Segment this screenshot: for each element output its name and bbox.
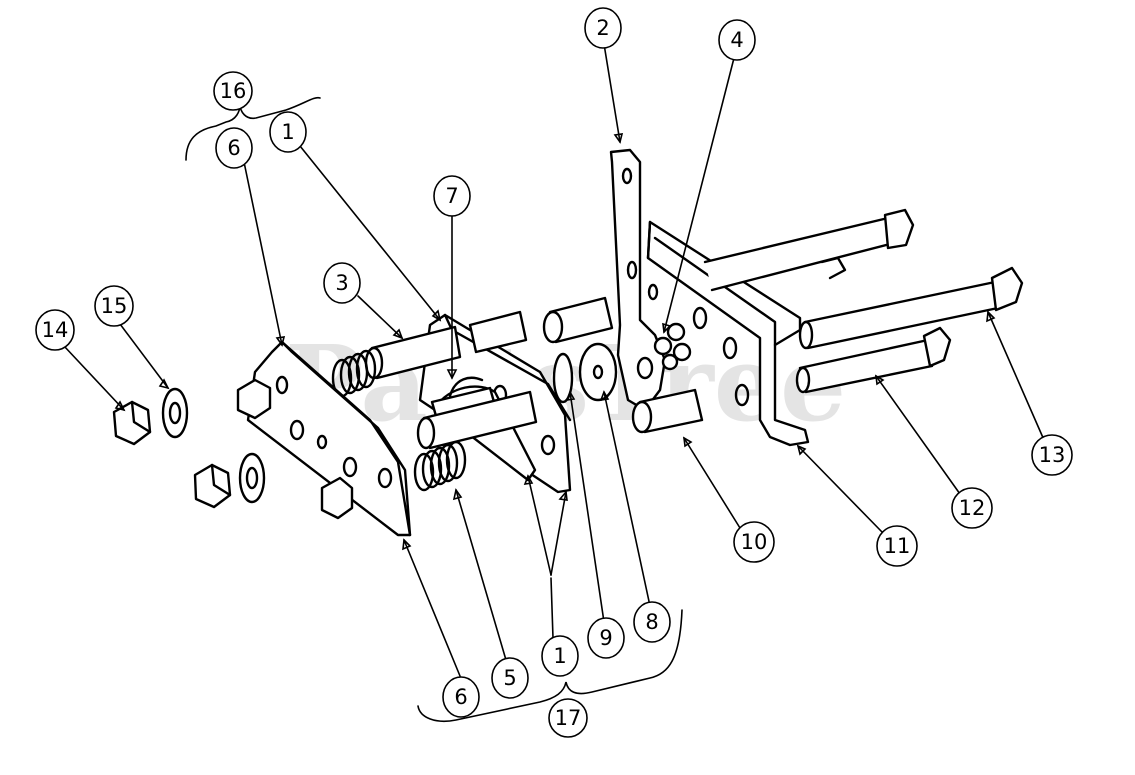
callout-label: 9	[599, 626, 612, 650]
group-bracket-17	[417, 609, 683, 722]
callout-1-lower[interactable]: 1	[541, 635, 579, 677]
part-3-pin-rear[interactable]	[468, 310, 528, 354]
callout-3[interactable]: 3	[323, 262, 361, 304]
callout-5[interactable]: 5	[491, 657, 529, 699]
callout-label: 6	[454, 685, 467, 709]
callout-label: 2	[596, 16, 609, 40]
part-9-washer[interactable]	[552, 352, 574, 404]
callout-11[interactable]: 11	[876, 525, 918, 567]
callout-13[interactable]: 13	[1031, 434, 1073, 476]
callout-1-upper[interactable]: 1	[269, 111, 307, 153]
callout-label: 4	[730, 28, 743, 52]
callout-6-lower[interactable]: 6	[442, 676, 480, 718]
part-10-bushing-lower[interactable]	[631, 388, 704, 434]
part-15-washer[interactable]	[161, 387, 189, 439]
part-8-washer[interactable]	[578, 342, 618, 402]
callout-16[interactable]: 16	[213, 71, 253, 111]
callout-label: 1	[281, 120, 294, 144]
callout-label: 13	[1039, 443, 1066, 467]
callout-9[interactable]: 9	[587, 617, 625, 659]
part-10-bushing-upper[interactable]	[542, 296, 614, 344]
callout-label: 6	[227, 136, 240, 160]
callout-6-upper[interactable]: 6	[215, 127, 253, 169]
part-12-bolt[interactable]	[795, 326, 952, 394]
leader-lines	[63, 43, 1045, 677]
callout-label: 17	[555, 706, 582, 730]
callout-label: 5	[503, 666, 516, 690]
part-13-bolt[interactable]	[798, 266, 1024, 350]
part-12-bolt-upper[interactable]	[703, 208, 915, 292]
callout-14[interactable]: 14	[35, 309, 75, 351]
callout-label: 1	[553, 644, 566, 668]
callout-label: 7	[445, 184, 458, 208]
callout-label: 15	[101, 294, 128, 318]
callout-label: 11	[884, 534, 911, 558]
callout-12[interactable]: 12	[951, 487, 993, 529]
callout-label: 16	[220, 79, 247, 103]
callout-4[interactable]: 4	[718, 19, 756, 61]
callout-17[interactable]: 17	[548, 698, 588, 738]
callout-label: 10	[741, 530, 768, 554]
callout-15[interactable]: 15	[94, 285, 134, 327]
callout-8[interactable]: 8	[633, 601, 671, 643]
part-3-pin-lower[interactable]	[416, 390, 538, 450]
part-14-nut[interactable]	[112, 400, 152, 446]
callout-2[interactable]: 2	[584, 7, 622, 49]
callout-10[interactable]: 10	[733, 521, 775, 563]
part-15-washer-lower[interactable]	[238, 452, 266, 504]
part-6-outer-plate[interactable]	[236, 340, 412, 537]
callout-label: 14	[42, 318, 69, 342]
part-4-balls[interactable]	[653, 322, 692, 371]
callout-label: 8	[645, 610, 658, 634]
callout-7[interactable]: 7	[433, 175, 471, 217]
callout-label: 12	[959, 496, 986, 520]
part-14-nut-lower[interactable]	[193, 463, 232, 509]
part-2-lever-arm[interactable]	[609, 148, 667, 412]
callout-label: 3	[335, 271, 348, 295]
part-5-spring-lower[interactable]	[413, 440, 467, 492]
